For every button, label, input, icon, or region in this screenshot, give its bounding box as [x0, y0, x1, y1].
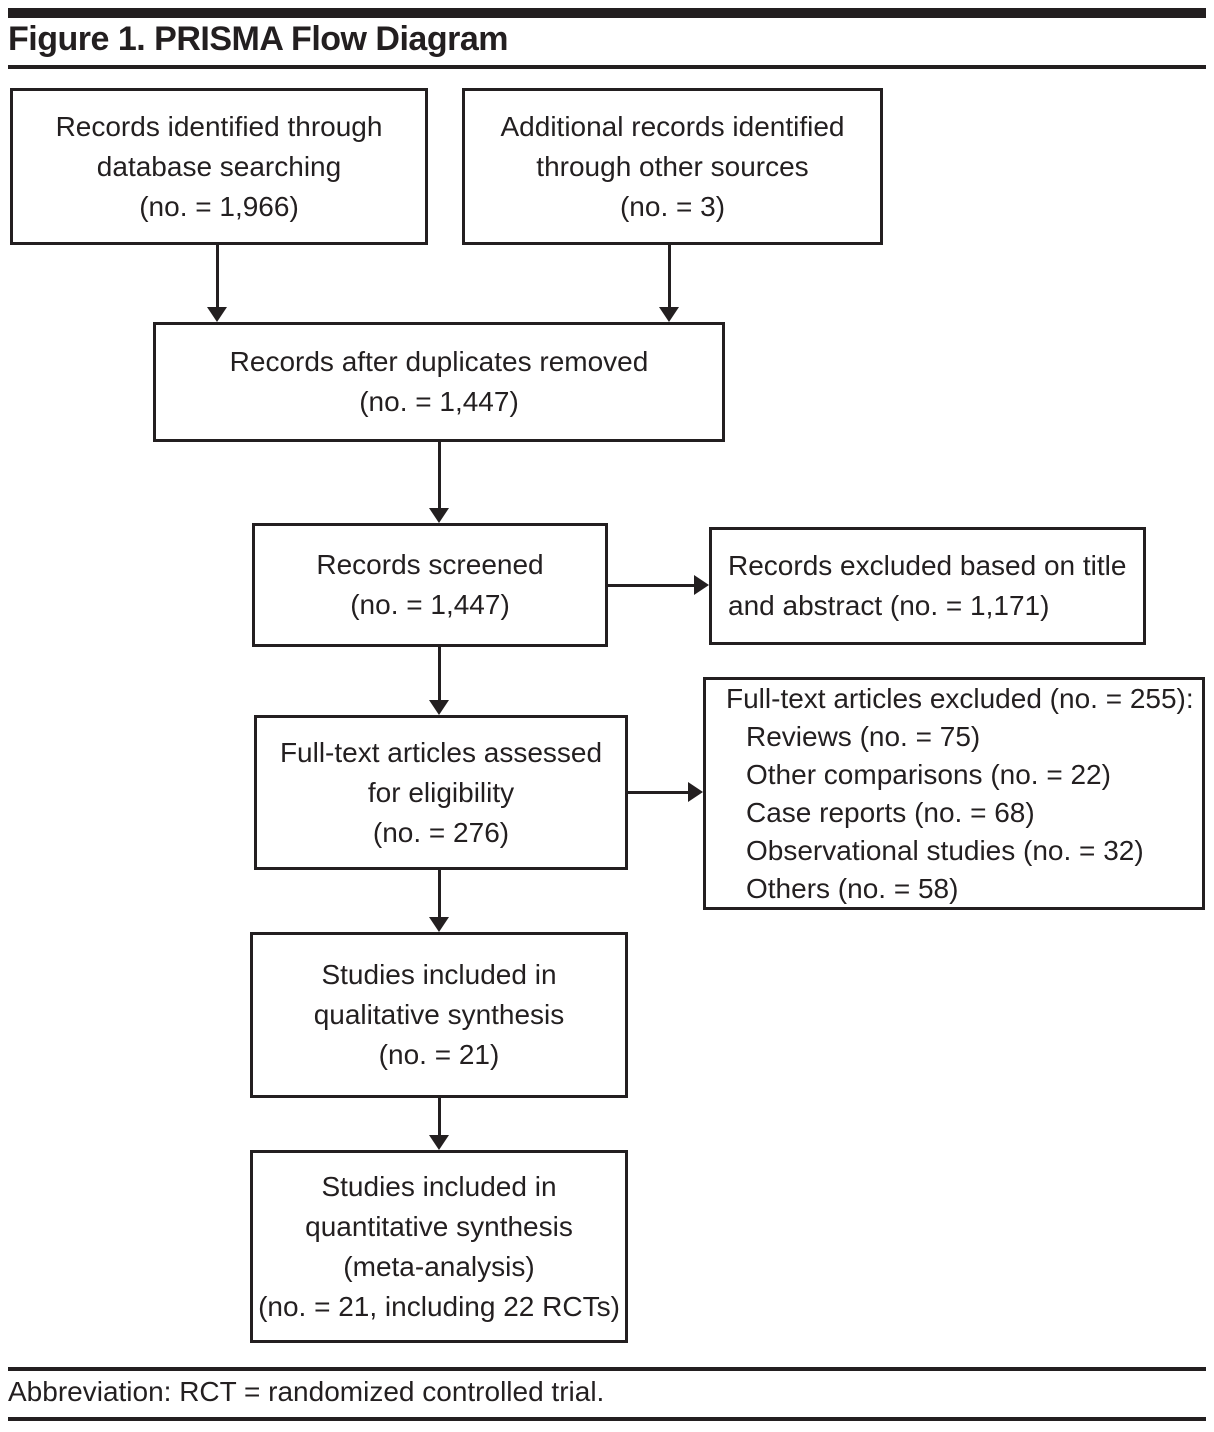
arrow-screened-to-fulltext — [429, 647, 449, 715]
box-text-line: through other sources — [536, 150, 809, 182]
arrow-database-to-dedup — [207, 245, 227, 322]
box-text-line: (no. = 3) — [619, 190, 726, 222]
box-text-line: quantitative synthesis — [305, 1210, 573, 1242]
arrow-screened-to-excluded — [608, 575, 709, 595]
box-text-line: (no. = 21) — [378, 1039, 500, 1070]
box-text-line: Studies included in — [321, 1170, 557, 1202]
arrow-dedup-to-screened — [429, 442, 449, 523]
box-text-line: Records after duplicates removed — [229, 346, 649, 377]
header-top-rule — [8, 8, 1206, 18]
box-text-line: Records screened — [316, 549, 544, 580]
excluded-item: Others (no. = 58) — [746, 872, 959, 904]
figure-title: Figure 1. PRISMA Flow Diagram — [8, 20, 508, 58]
footer-bottom-rule — [8, 1417, 1206, 1421]
box-text-line: qualitative synthesis — [313, 999, 565, 1030]
box-text-line: database searching — [96, 150, 342, 182]
box-text-line: Records excluded based on title — [728, 550, 1127, 581]
excluded-item: Observational studies (no. = 32) — [746, 834, 1144, 866]
box-text-line: (meta-analysis) — [343, 1250, 535, 1282]
abbreviation-note: Abbreviation: RCT = randomized controlle… — [8, 1376, 605, 1407]
box-text-line: (no. = 1,447) — [350, 589, 510, 620]
box-text-line: Studies included in — [321, 959, 557, 990]
box-text-line: Full-text articles assessed — [279, 736, 603, 768]
box-text-line: Additional records identified — [500, 110, 845, 142]
footer-top-rule — [8, 1367, 1206, 1371]
box-quantitative-synthesis: Studies included in quantitative synthes… — [250, 1150, 628, 1343]
box-records-after-duplicates: Records after duplicates removed (no. = … — [153, 322, 725, 442]
box-qualitative-synthesis: Studies included in qualitative synthesi… — [250, 932, 628, 1098]
arrow-qualitative-to-quantitative — [429, 1098, 449, 1150]
box-text-line: (no. = 276) — [372, 816, 510, 848]
header-bottom-rule — [8, 65, 1206, 69]
box-heading-line: Full-text articles excluded (no. = 255): — [726, 682, 1194, 714]
box-text-line: (no. = 1,447) — [359, 386, 519, 417]
box-records-identified-database: Records identified through database sear… — [10, 88, 428, 245]
box-fulltext-excluded: Full-text articles excluded (no. = 255):… — [703, 677, 1205, 910]
box-additional-records-other-sources: Additional records identified through ot… — [462, 88, 883, 245]
box-text-line: for eligibility — [367, 776, 515, 808]
box-records-screened: Records screened (no. = 1,447) — [252, 523, 608, 647]
box-text-line: (no. = 21, including 22 RCTs) — [258, 1290, 620, 1322]
box-records-excluded-title-abstract: Records excluded based on title and abst… — [709, 527, 1146, 645]
arrow-fulltext-to-excluded — [628, 782, 703, 802]
excluded-item: Case reports (no. = 68) — [746, 796, 1035, 828]
box-text-line: (no. = 1,966) — [139, 190, 299, 222]
excluded-item: Other comparisons (no. = 22) — [746, 758, 1111, 790]
box-text-line: and abstract (no. = 1,171) — [728, 590, 1050, 621]
arrow-fulltext-to-qualitative — [429, 870, 449, 932]
box-text-line: Records identified through — [55, 110, 383, 142]
excluded-item: Reviews (no. = 75) — [746, 720, 981, 752]
box-fulltext-assessed: Full-text articles assessed for eligibil… — [254, 715, 628, 870]
arrow-other-to-dedup — [659, 245, 679, 322]
